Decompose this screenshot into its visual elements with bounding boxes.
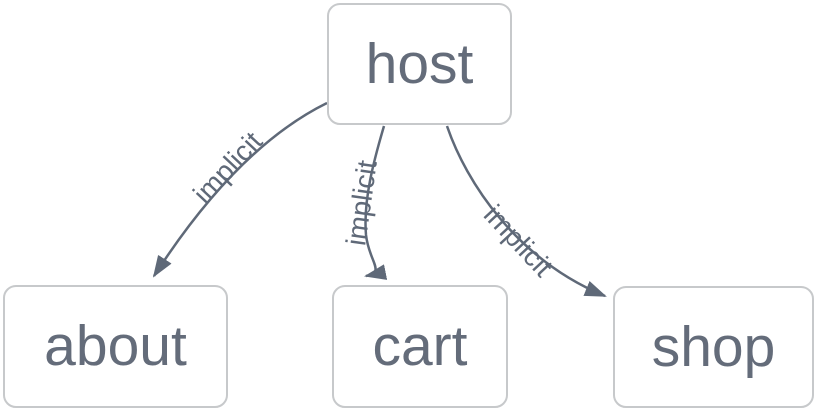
- node-about: about: [3, 285, 228, 408]
- node-host-label: host: [365, 31, 474, 96]
- edge-host-cart: [364, 125, 388, 280]
- edge-host-shop: [445, 125, 607, 298]
- node-about-label: about: [44, 314, 187, 378]
- node-cart-label: cart: [372, 314, 468, 378]
- node-shop: shop: [613, 286, 814, 408]
- node-cart: cart: [332, 285, 508, 408]
- node-shop-label: shop: [651, 314, 776, 379]
- node-host: host: [327, 3, 512, 125]
- edge-host-about: [152, 101, 328, 278]
